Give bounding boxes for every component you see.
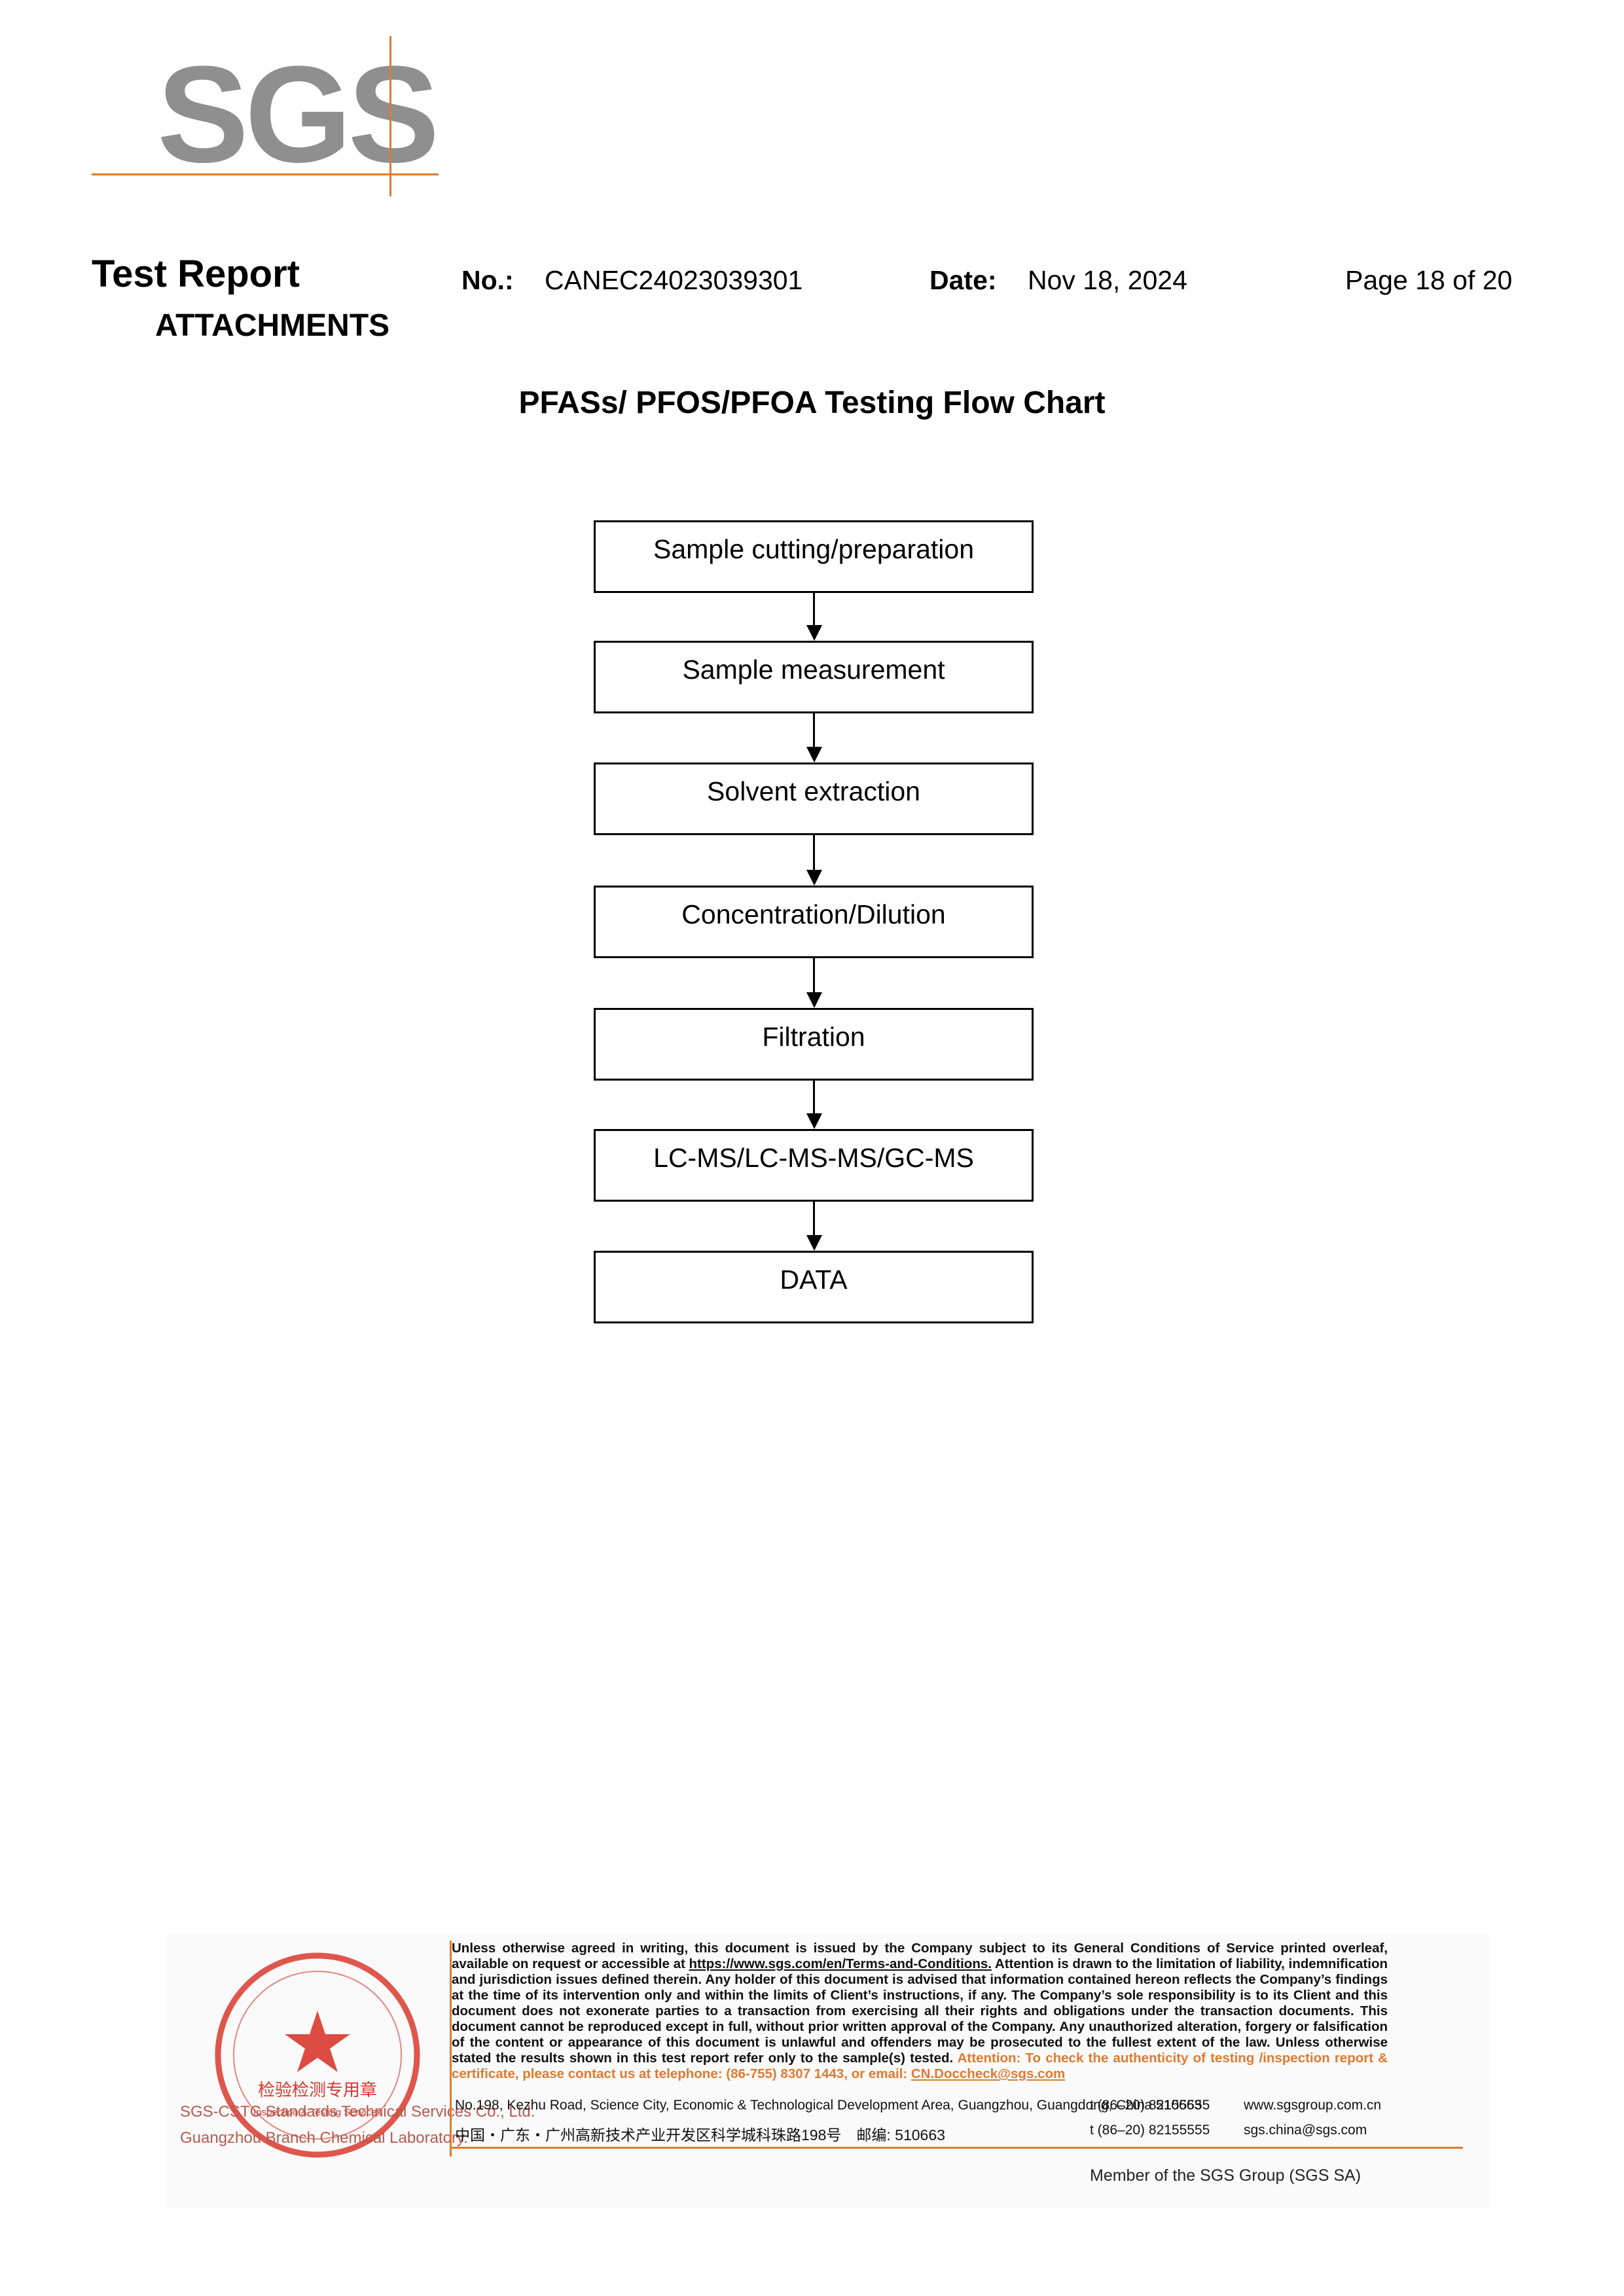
terms-link[interactable]: https://www.sgs.com/en/Terms-and-Conditi… (689, 1956, 992, 1971)
seal-sub-text: Inspection & Testing Services (253, 2107, 382, 2118)
disclaimer-text: Attention is drawn to the limitation of … (452, 1956, 1388, 2066)
flow-connector (813, 1081, 815, 1115)
flow-step-box: Sample measurement (594, 641, 1034, 713)
sgs-logo-text: SGS (157, 37, 439, 191)
date-label: Date: (929, 265, 997, 295)
arrow-down-icon (806, 870, 822, 886)
report-title: Test Report (92, 253, 300, 295)
sgs-logo: SGS (92, 36, 439, 200)
seal-center-text: 检验检测专用章 (258, 2081, 377, 2100)
flow-step-box: LC-MS/LC-MS-MS/GC-MS (594, 1129, 1034, 1202)
arrow-down-icon (806, 992, 822, 1008)
flow-step-box: DATA (594, 1251, 1034, 1323)
lab-name-line2: Guangzhou Branch Chemical Laboratory. (180, 2129, 468, 2147)
logo-rule-vertical (389, 36, 391, 196)
flow-connector (813, 835, 815, 871)
arrow-down-icon (806, 1113, 822, 1129)
legal-disclaimer: Unless otherwise agreed in writing, this… (452, 1941, 1388, 2082)
flow-connector (813, 1202, 815, 1237)
flow-connector (813, 713, 815, 749)
logo-rule-horizontal (92, 173, 439, 175)
disclaimer-text: Unless otherwise agreed in writing, this… (452, 1941, 1388, 1971)
telephone-1: t (86–20) 82155555 (1090, 2098, 1210, 2113)
telephone-2: t (86–20) 82155555 (1090, 2123, 1210, 2138)
contact-email[interactable]: sgs.china@sgs.com (1244, 2123, 1367, 2138)
footer-rule-vertical (450, 1941, 452, 2157)
address-chinese: 中国・广东・广州高新技术产业开发区科学城科珠路198号 邮编: 510663 (455, 2126, 945, 2144)
section-title: ATTACHMENTS (155, 308, 390, 343)
doccheck-email-link[interactable]: CN.Doccheck@sgs.com (911, 2066, 1066, 2081)
flow-step-box: Concentration/Dilution (594, 886, 1034, 958)
flow-step-box: Filtration (594, 1008, 1034, 1081)
group-membership: Member of the SGS Group (SGS SA) (1090, 2166, 1362, 2185)
flow-step-box: Sample cutting/preparation (594, 520, 1034, 593)
address-english: No.198, Kezhu Road, Science City, Econom… (455, 2098, 1202, 2113)
arrow-down-icon (806, 625, 822, 641)
arrow-down-icon (806, 1235, 822, 1251)
arrow-down-icon (806, 747, 822, 762)
lab-name-line1: SGS-CSTC Standards Technical Services Co… (180, 2103, 535, 2121)
official-seal-icon: 检验检测专用章 Inspection & Testing Services (215, 1952, 420, 2158)
report-number-label: No.: (461, 265, 514, 295)
authenticity-notice: Attention: To check the authenticity of … (452, 2051, 1388, 2081)
report-number: CANEC24023039301 (545, 265, 803, 295)
flow-connector (813, 958, 815, 994)
flow-chart-title: PFASs/ PFOS/PFOA Testing Flow Chart (518, 386, 1106, 420)
page-number: Page 18 of 20 (1345, 265, 1513, 295)
report-date: Nov 18, 2024 (1028, 265, 1187, 295)
flow-connector (813, 593, 815, 627)
website-link[interactable]: www.sgsgroup.com.cn (1244, 2098, 1382, 2113)
footer-rule-horizontal (450, 2147, 1463, 2149)
page-footer: 检验检测专用章 Inspection & Testing Services SG… (167, 1934, 1489, 2209)
flow-step-box: Solvent extraction (594, 762, 1034, 835)
